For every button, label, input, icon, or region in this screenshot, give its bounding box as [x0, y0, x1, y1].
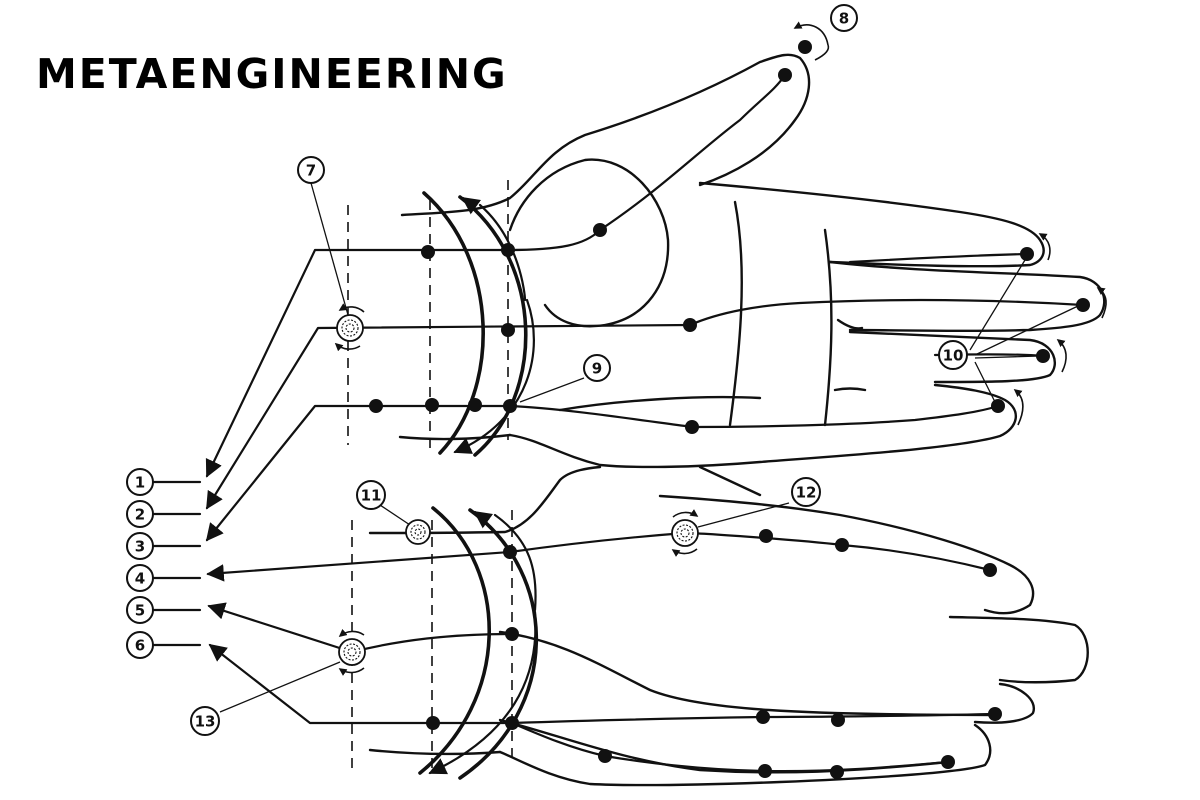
sensor-dot	[991, 399, 1005, 413]
callout-7: 7	[297, 156, 325, 184]
svg-text:10: 10	[943, 347, 964, 365]
svg-text:2: 2	[135, 506, 145, 524]
callout-13: 13	[190, 706, 220, 736]
sensor-dot	[425, 398, 439, 412]
sensor-dot	[988, 707, 1002, 721]
sensor-dot	[468, 398, 482, 412]
lower-wrist-band	[418, 506, 539, 780]
sensor-dot	[598, 749, 612, 763]
sensor-dot	[685, 420, 699, 434]
svg-text:6: 6	[135, 637, 145, 655]
callouts: 1 2 3 4 5	[126, 4, 968, 736]
dashed-reference-lines	[347, 180, 513, 775]
sensor-dot	[501, 323, 515, 337]
rotary-joint-icon	[334, 303, 365, 352]
rotary-joints	[334, 303, 699, 676]
callout-12: 12	[791, 477, 821, 507]
callout-9: 9	[583, 354, 611, 382]
sensor-dot	[983, 563, 997, 577]
rotary-joint-icon	[671, 509, 699, 557]
callout-4: 4	[126, 564, 202, 592]
sensor-dot	[593, 223, 607, 237]
callout-1: 1	[126, 468, 202, 496]
sensor-dot	[421, 245, 435, 259]
sensor-dot	[505, 716, 519, 730]
sensor-dot	[503, 399, 517, 413]
upper-hand-outline	[398, 53, 1106, 469]
sensor-dot	[1020, 247, 1034, 261]
svg-text:8: 8	[839, 10, 849, 28]
upper-wrist-band	[422, 191, 535, 457]
callout-8: 8	[830, 4, 858, 32]
sensor-dot	[798, 40, 812, 54]
svg-text:1: 1	[135, 474, 145, 492]
fingertip-rotation-arrows	[793, 21, 1107, 426]
svg-text:12: 12	[796, 484, 817, 502]
sensor-dot	[505, 627, 519, 641]
rotary-joint-icon	[405, 519, 431, 545]
svg-text:5: 5	[135, 602, 145, 620]
sensor-dot	[1076, 298, 1090, 312]
sensor-dot	[501, 243, 515, 257]
rotary-joint-icon	[338, 628, 366, 676]
callout-5: 5	[126, 596, 202, 624]
sensor-dot	[426, 716, 440, 730]
sensor-dot	[758, 764, 772, 778]
sensor-dot	[778, 68, 792, 82]
sensor-points	[369, 40, 1090, 779]
sensor-dot	[1036, 349, 1050, 363]
svg-text:13: 13	[195, 713, 216, 731]
svg-text:7: 7	[306, 162, 316, 180]
svg-text:11: 11	[361, 487, 382, 505]
sensor-dot	[831, 713, 845, 727]
sensor-dot	[369, 399, 383, 413]
brand-title: METAENGINEERING	[36, 50, 508, 98]
sensor-dot	[683, 318, 697, 332]
svg-text:9: 9	[592, 360, 602, 378]
callout-3: 3	[126, 532, 202, 560]
callout-11: 11	[356, 480, 386, 510]
svg-text:4: 4	[135, 570, 145, 588]
callout-10: 10	[938, 340, 968, 370]
sensor-dot	[756, 710, 770, 724]
sensor-dot	[503, 545, 517, 559]
sensor-dot	[759, 529, 773, 543]
sensor-dot	[835, 538, 849, 552]
callout-2: 2	[126, 500, 202, 528]
sensor-dot	[941, 755, 955, 769]
wiring	[205, 73, 1085, 773]
sensor-dot	[830, 765, 844, 779]
callout-6: 6	[126, 631, 202, 659]
callout-leaders	[219, 182, 1079, 713]
svg-text:3: 3	[135, 538, 145, 556]
